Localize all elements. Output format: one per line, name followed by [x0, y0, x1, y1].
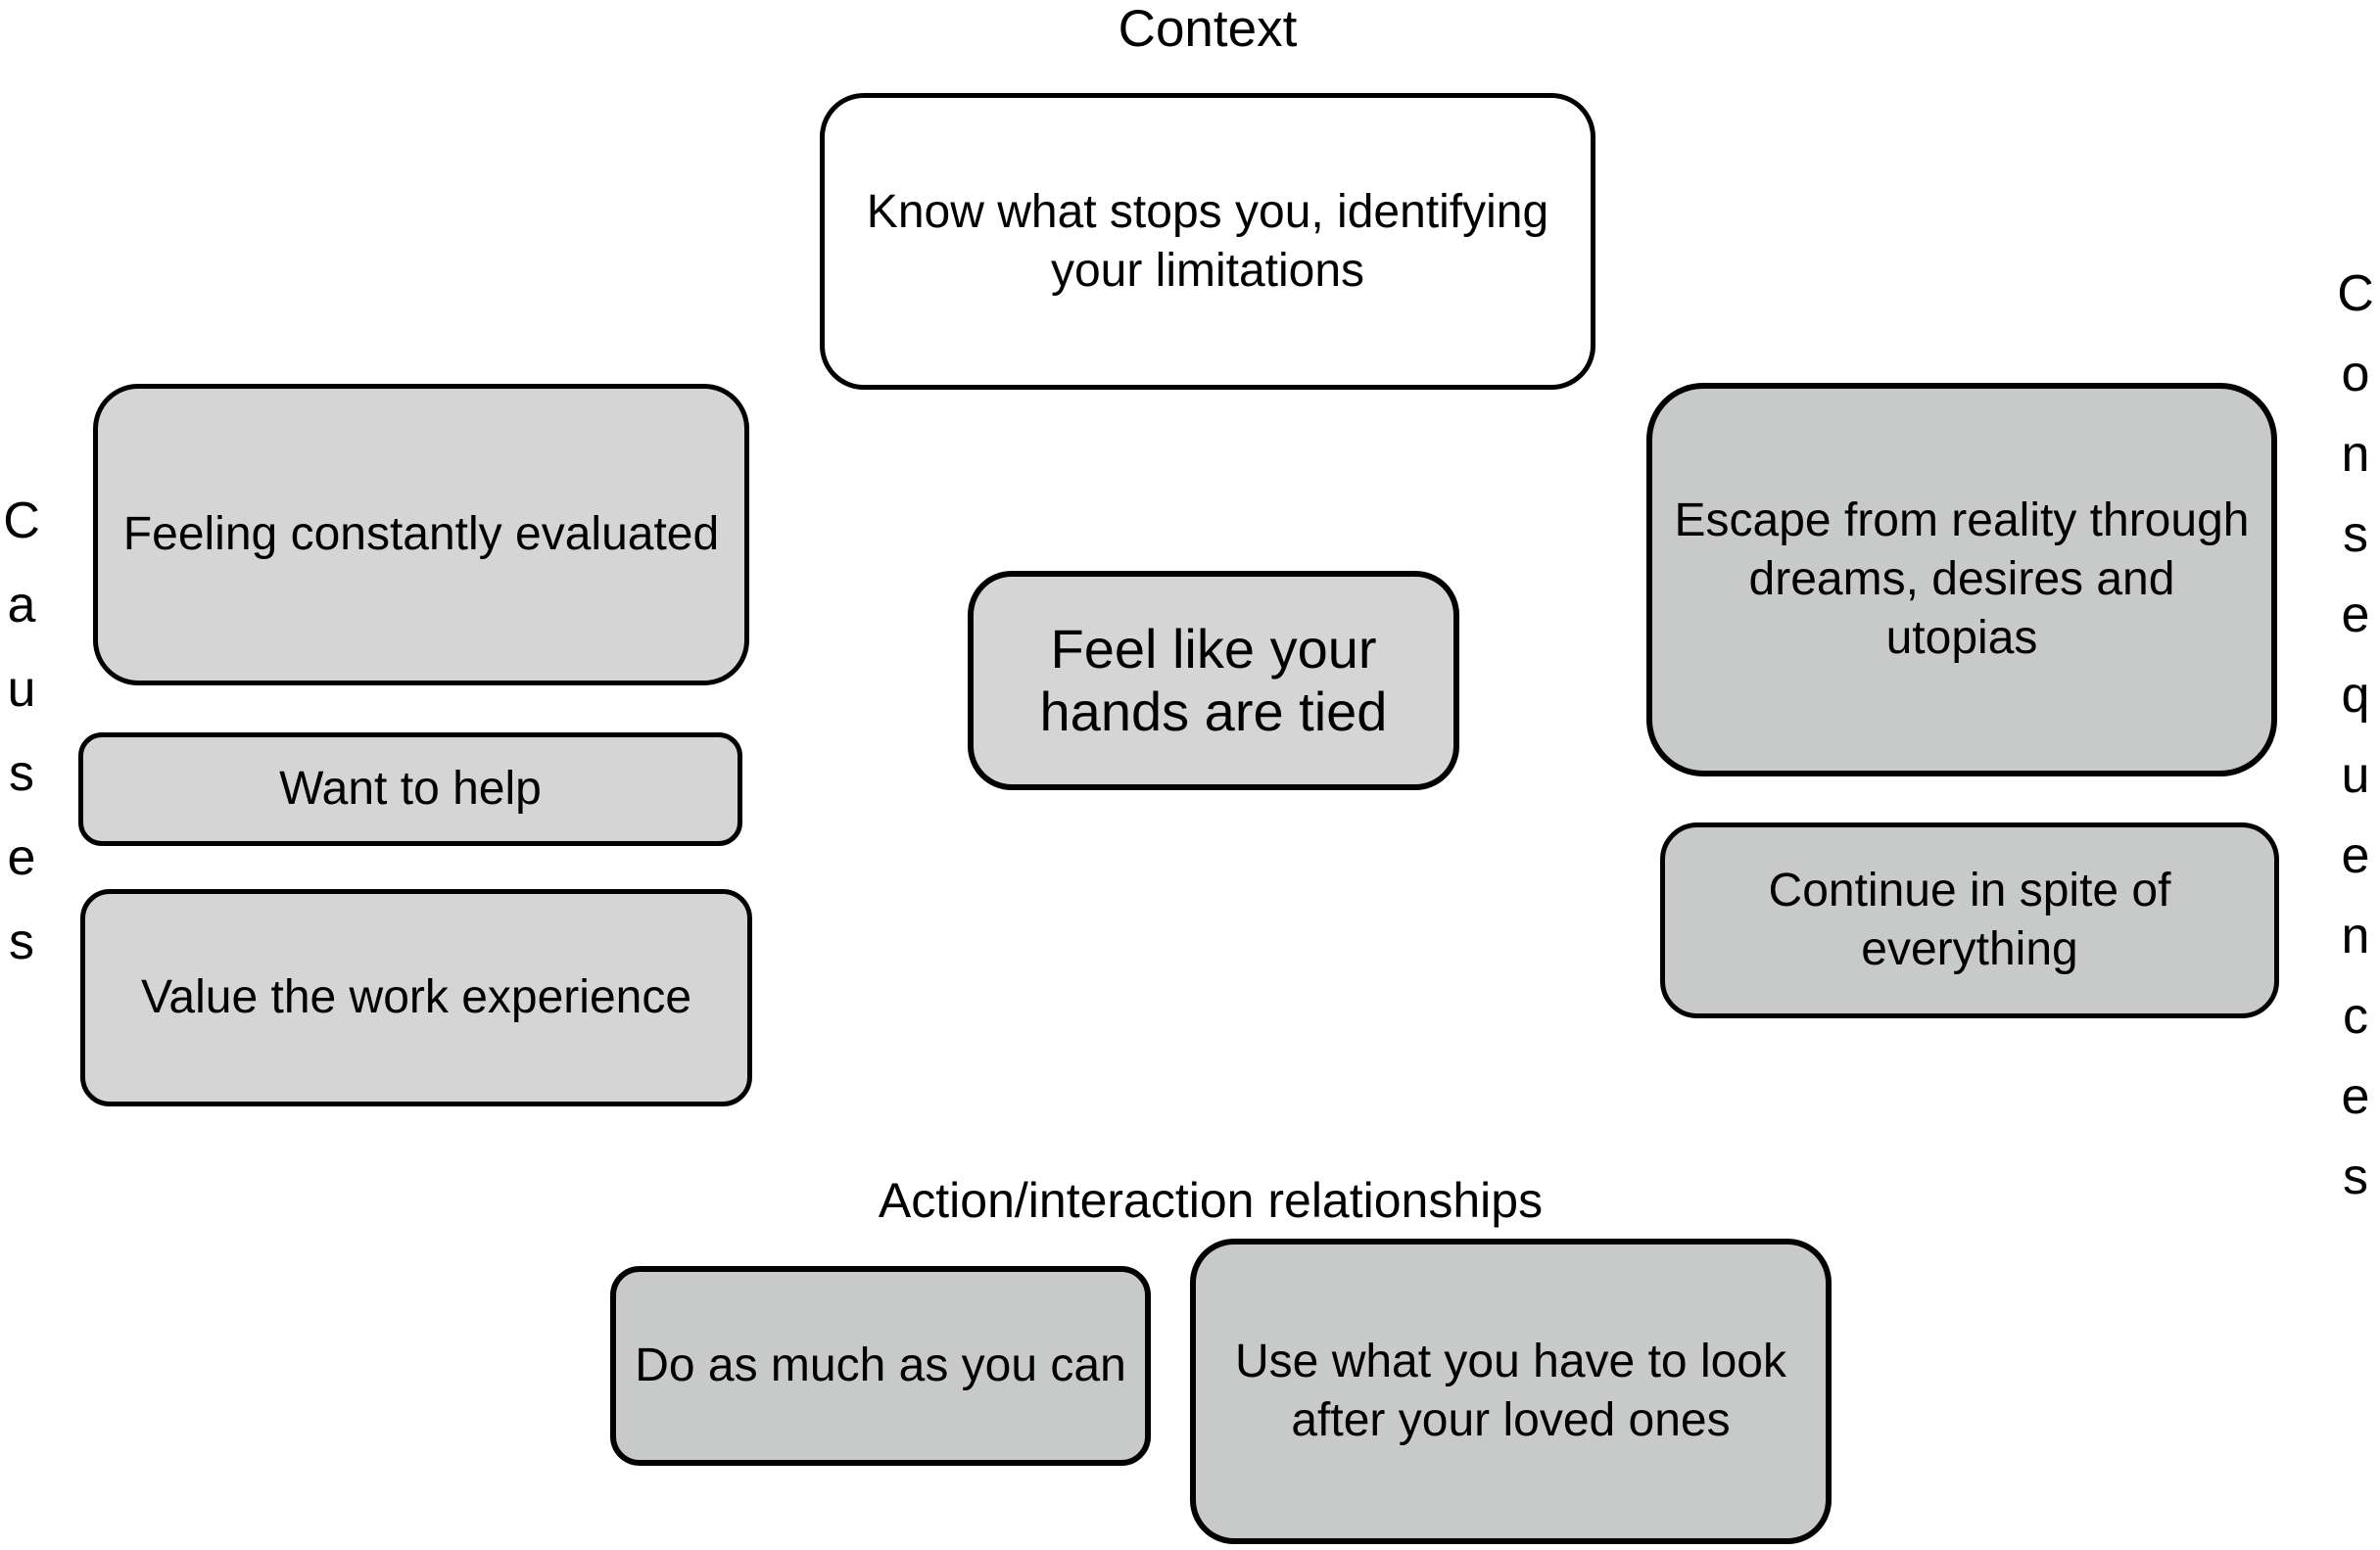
- cause-box-value-work-experience: Value the work experience: [80, 889, 752, 1106]
- consequence-box-text: Escape from reality through dreams, desi…: [1674, 494, 2250, 664]
- cause-box-feeling-evaluated: Feeling constantly evaluated: [93, 384, 749, 685]
- cause-box-text: Feeling constantly evaluated: [122, 508, 720, 560]
- core-category-text: Feel like your hands are tied: [1039, 618, 1388, 742]
- context-box: Know what stops you, identifying your li…: [820, 93, 1595, 390]
- consequence-box-escape-reality: Escape from reality through dreams, desi…: [1646, 383, 2277, 776]
- action-box-text: Do as much as you can: [635, 1339, 1126, 1391]
- consequence-box-continue: Continue in spite of everything: [1660, 822, 2279, 1018]
- action-box-text: Use what you have to look after your lov…: [1235, 1336, 1786, 1446]
- cause-box-want-to-help: Want to help: [78, 732, 742, 846]
- actions-section-label: Action/interaction relationships: [878, 1173, 1544, 1228]
- core-category-box: Feel like your hands are tied: [968, 571, 1459, 790]
- cause-box-text: Value the work experience: [140, 971, 692, 1023]
- consequence-box-text: Continue in spite of everything: [1768, 865, 2171, 975]
- action-box-do-as-much: Do as much as you can: [610, 1266, 1151, 1466]
- cause-box-text: Want to help: [279, 763, 542, 815]
- action-box-use-what-you-have: Use what you have to look after your lov…: [1190, 1239, 1832, 1544]
- context-section-label: Context: [1118, 0, 1298, 58]
- context-box-text: Know what stops you, identifying your li…: [866, 185, 1549, 297]
